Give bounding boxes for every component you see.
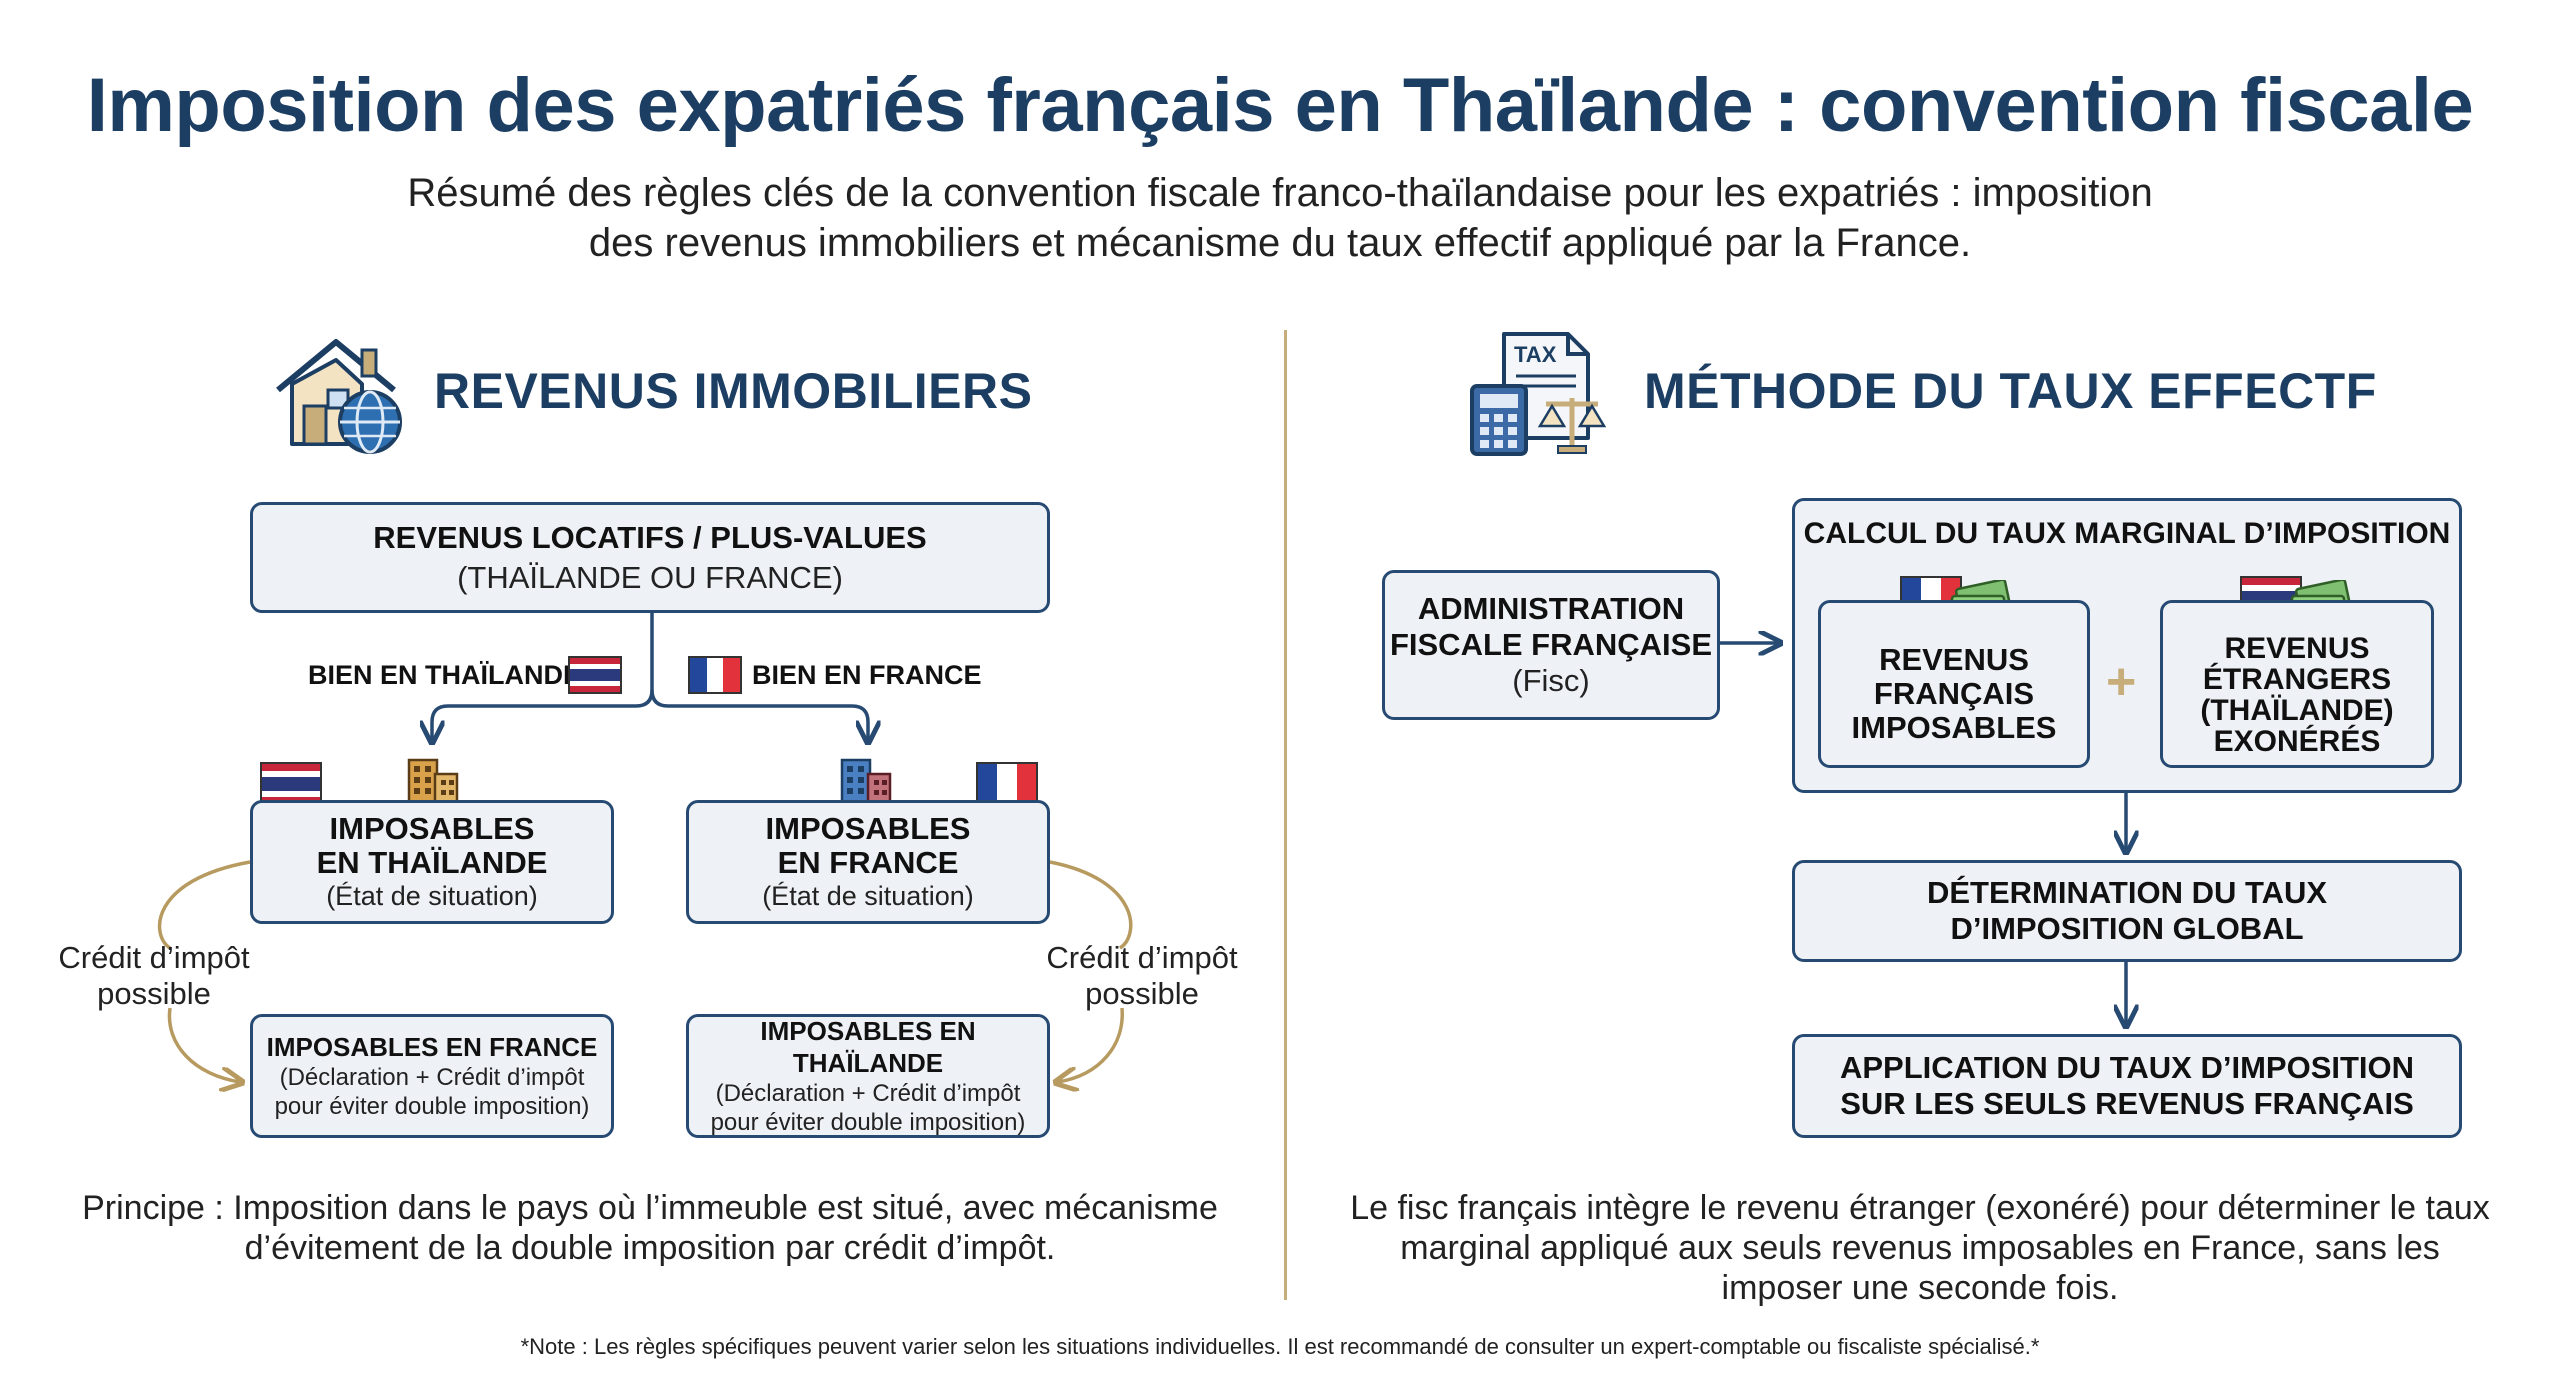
principle-text: Principe : Imposition dans le pays où l’… bbox=[60, 1188, 1240, 1268]
principle-line-2: d’évitement de la double imposition par … bbox=[244, 1229, 1056, 1267]
determination-line1: DÉTERMINATION DU TAUX bbox=[1926, 875, 2328, 910]
para-line-1: Le fisc français intègre le revenu étran… bbox=[1350, 1189, 2490, 1227]
para-line-2: marginal appliqué aux seuls revenus impo… bbox=[1400, 1229, 2440, 1267]
credit-impot-left: Crédit d’impôt possible bbox=[54, 940, 254, 1012]
credit-arc-left-lower bbox=[167, 1007, 240, 1082]
building-icon bbox=[838, 752, 894, 808]
rev-etr-line2: ÉTRANGERS bbox=[2202, 663, 2392, 696]
admin-line2: FISCALE FRANÇAISE bbox=[1389, 627, 1713, 662]
revenus-etrangers-box: REVENUS ÉTRANGERS (THAÏLANDE) EXONÉRÉS bbox=[2160, 600, 2434, 768]
imposables-en-france-box: IMPOSABLES EN FRANCE (Déclaration + Créd… bbox=[250, 1014, 614, 1138]
revenus-locatifs-title: REVENUS LOCATIFS / PLUS-VALUES bbox=[373, 519, 927, 555]
credit-right-line2: possible bbox=[1085, 976, 1199, 1011]
imposables-en-thailande-title: IMPOSABLES EN THAÏLANDE bbox=[760, 1016, 976, 1078]
determination-line2: D’IMPOSITION GLOBAL bbox=[1950, 911, 2304, 946]
application-line1: APPLICATION DU TAUX D’IMPOSITION bbox=[1839, 1050, 2415, 1085]
imposables-thailande-sub: (État de situation) bbox=[326, 881, 538, 911]
tree-branch-left bbox=[432, 689, 654, 740]
taux-effectif-explanation: Le fisc français intègre le revenu étran… bbox=[1330, 1188, 2510, 1308]
credit-arc-right-lower bbox=[1058, 1007, 1124, 1082]
calcul-taux-marginal-title: CALCUL DU TAUX MARGINAL D’IMPOSITION bbox=[1803, 517, 2451, 550]
imposables-france-sub: (État de situation) bbox=[762, 881, 974, 911]
tax-calculator-scale-icon: TAX bbox=[1468, 328, 1616, 458]
imposables-thailande-line1: IMPOSABLES bbox=[329, 811, 535, 846]
revenus-francais-box: REVENUS FRANÇAIS IMPOSABLES bbox=[1818, 600, 2090, 768]
application-line2: SUR LES SEULS REVENUS FRANÇAIS bbox=[1840, 1086, 2414, 1121]
credit-arc-left bbox=[157, 860, 251, 950]
para-line-3: imposer une seconde fois. bbox=[1721, 1269, 2119, 1307]
imposables-france-line2: EN FRANCE bbox=[777, 845, 959, 880]
branch-label-thailande: BIEN EN THAÏLANDE bbox=[308, 660, 582, 690]
admin-line1: ADMINISTRATION bbox=[1417, 591, 1685, 626]
credit-arc-right bbox=[1049, 860, 1133, 950]
credit-left-line2: possible bbox=[97, 976, 211, 1011]
principle-line-1: Principe : Imposition dans le pays où l’… bbox=[82, 1189, 1218, 1227]
imposables-en-france-title: IMPOSABLES EN FRANCE bbox=[266, 1032, 598, 1062]
imposables-en-france-line1: (Déclaration + Crédit d’impôt bbox=[279, 1064, 585, 1091]
page-title: Imposition des expatriés français en Tha… bbox=[86, 63, 2474, 148]
tree-branch-right bbox=[650, 689, 868, 740]
imposables-france-line1: IMPOSABLES bbox=[765, 811, 971, 846]
rev-etr-line4: EXONÉRÉS bbox=[2213, 725, 2381, 758]
credit-impot-right: Crédit d’impôt possible bbox=[1042, 940, 1242, 1012]
revenus-locatifs-box: REVENUS LOCATIFS / PLUS-VALUES (THAÏLAND… bbox=[250, 502, 1050, 613]
rev-fr-line1: REVENUS bbox=[1879, 642, 2029, 677]
subtitle-line-1: Résumé des règles clés de la convention … bbox=[407, 171, 2153, 215]
rev-etr-line3: (THAÏLANDE) bbox=[2200, 694, 2394, 727]
imposables-france-box: IMPOSABLES EN FRANCE (État de situation) bbox=[686, 800, 1050, 924]
admin-sub: (Fisc) bbox=[1512, 663, 1590, 698]
branch-label-france: BIEN EN FRANCE bbox=[752, 660, 982, 690]
rev-etr-line1: REVENUS bbox=[2224, 632, 2370, 665]
thailand-flag-icon bbox=[568, 656, 622, 694]
subtitle-line-2: des revenus immobiliers et mécanisme du … bbox=[588, 221, 1972, 265]
imposables-en-thailande-box: IMPOSABLES EN THAÏLANDE (Déclaration + C… bbox=[686, 1014, 1050, 1138]
rev-fr-line3: IMPOSABLES bbox=[1851, 710, 2057, 745]
house-globe-icon bbox=[270, 328, 404, 456]
revenus-locatifs-subtitle: (THAÏLANDE OU FRANCE) bbox=[457, 559, 843, 595]
imposables-thailande-line2: EN THAÏLANDE bbox=[316, 845, 548, 880]
administration-fiscale-box: ADMINISTRATION FISCALE FRANÇAISE (Fisc) bbox=[1382, 570, 1720, 720]
page-subtitle: Résumé des règles clés de la convention … bbox=[330, 168, 2230, 268]
rev-fr-line2: FRANÇAIS bbox=[1873, 676, 2035, 711]
imposables-thailande-box: IMPOSABLES EN THAÏLANDE (État de situati… bbox=[250, 800, 614, 924]
determination-taux-box: DÉTERMINATION DU TAUX D’IMPOSITION GLOBA… bbox=[1792, 860, 2462, 962]
section-title-methode-taux-effectif: MÉTHODE DU TAUX EFFECTF bbox=[1644, 363, 2377, 419]
footer-note: *Note : Les règles spécifiques peuvent v… bbox=[520, 1334, 2040, 1359]
section-title-revenus-immobiliers: REVENUS IMMOBILIERS bbox=[434, 363, 1033, 419]
imposables-en-france-line2: pour éviter double imposition) bbox=[274, 1093, 590, 1120]
column-divider bbox=[1284, 330, 1287, 1300]
imposables-en-thailande-line1: (Déclaration + Crédit d’impôt bbox=[715, 1080, 1021, 1107]
tax-icon-text: TAX bbox=[1514, 342, 1557, 367]
plus-sign: + bbox=[2106, 653, 2137, 711]
application-taux-box: APPLICATION DU TAUX D’IMPOSITION SUR LES… bbox=[1792, 1034, 2462, 1138]
credit-right-line1: Crédit d’impôt bbox=[1046, 940, 1238, 975]
credit-left-line1: Crédit d’impôt bbox=[58, 940, 250, 975]
france-flag-icon bbox=[688, 656, 742, 694]
imposables-en-thailande-line2: pour éviter double imposition) bbox=[710, 1109, 1026, 1136]
